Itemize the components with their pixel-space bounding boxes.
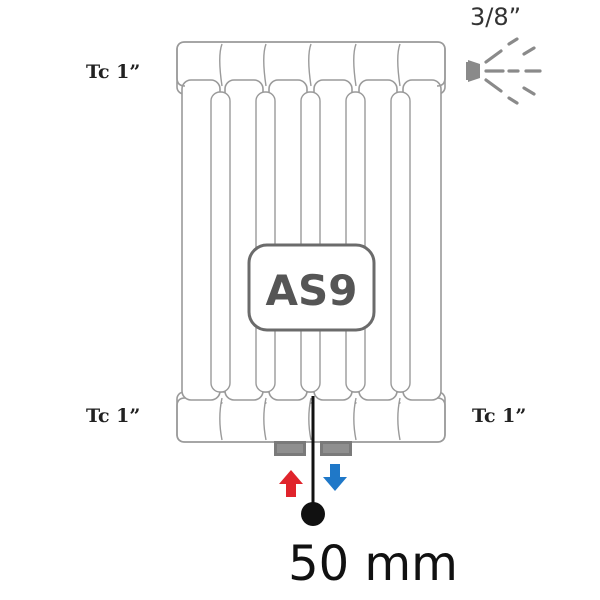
blue-down-arrow-icon xyxy=(323,464,347,491)
top-left-connection-label: Tc 1” xyxy=(86,61,140,83)
pipe-spacing-label: 50 mm xyxy=(288,536,458,592)
pipe-spacing-indicator xyxy=(301,396,325,526)
model-badge-label: AS9 xyxy=(266,266,358,315)
red-up-arrow-icon xyxy=(279,470,303,497)
bottom-left-connection-label: Tc 1” xyxy=(86,405,140,427)
air-vent-spray-icon xyxy=(466,37,542,105)
vent-size-label: 3/8” xyxy=(470,3,521,31)
lead-dot xyxy=(301,502,325,526)
bottom-right-connection-label: Tc 1” xyxy=(472,405,526,427)
model-badge: AS9 xyxy=(247,243,376,332)
section-dividers-redraw xyxy=(219,43,401,441)
section-slots xyxy=(210,91,411,393)
pipe-connectors xyxy=(274,441,352,456)
